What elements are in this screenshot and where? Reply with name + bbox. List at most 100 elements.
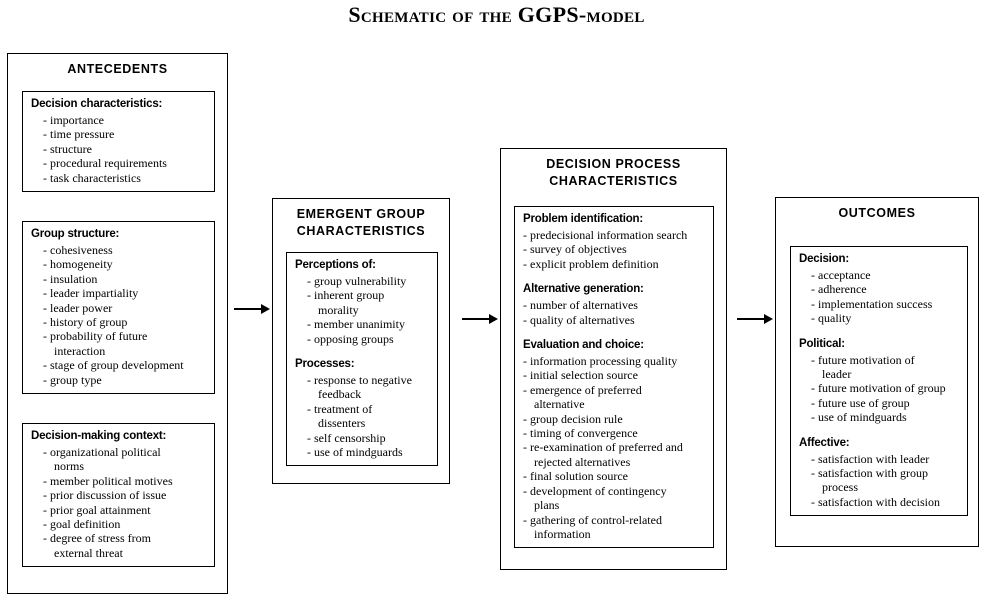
panel-head-decision-making-context: Decision-making context: — [31, 430, 167, 442]
group-box-antecedents: ANTECEDENTS Decision characteristics: - … — [7, 53, 228, 594]
list-item: - use of mindguards — [307, 445, 403, 460]
list-item: - final solution source — [523, 469, 628, 484]
list-item: - leader power — [43, 300, 113, 315]
list-item: - satisfaction with group process — [811, 466, 928, 495]
list-item: - initial selection source — [523, 368, 638, 383]
arrow-head-icon — [764, 313, 773, 324]
panel-head-processes: Processes: — [295, 358, 355, 371]
list-item: - survey of objectives — [523, 242, 627, 257]
list-item: - re-examination of preferred and reject… — [523, 440, 683, 469]
arrow-shaft — [462, 318, 491, 320]
list-item: - quality of alternatives — [523, 312, 635, 327]
list-processes: - response to negative feedback - treatm… — [295, 373, 431, 459]
list-item: - group decision rule — [523, 411, 623, 426]
list-item: - stage of group development — [43, 358, 184, 373]
list-item: - history of group — [43, 315, 128, 330]
group-title-process-line1: DECISION PROCESS — [546, 157, 681, 171]
arrow-head-icon — [261, 303, 270, 314]
list-item: - homogeneity — [43, 257, 113, 272]
list-item: - number of alternatives — [523, 298, 638, 313]
list-item: - self censorship — [307, 430, 386, 445]
list-item: - degree of stress from external threat — [43, 531, 151, 560]
list-item: - satisfaction with decision — [811, 494, 940, 509]
list-item: - use of mindguards — [811, 410, 907, 425]
panel-outcomes-inner: Decision: - acceptance - adherence - imp… — [790, 246, 968, 517]
list-item: - future motivation of group — [811, 381, 946, 396]
arrow-head-icon — [489, 313, 498, 324]
list-item: - development of contingency plans — [523, 483, 667, 513]
list-evaluation-and-choice: - information processing quality - initi… — [523, 354, 707, 541]
group-title-emergent-line2: CHARACTERISTICS — [296, 224, 426, 238]
list-item: - future use of group — [811, 395, 910, 410]
list-decision-characteristics: - importance - time pressure - structure… — [31, 113, 208, 185]
list-item: - information processing quality — [523, 354, 678, 369]
list-affective: - satisfaction with leader - satisfactio… — [799, 452, 961, 510]
list-item: - insulation — [43, 271, 98, 286]
list-item: - organizational political norms — [43, 445, 161, 474]
list-item: - cohesiveness — [43, 243, 113, 257]
panel-head-evaluation-and-choice: Evaluation and choice: — [523, 339, 644, 352]
group-title-process: DECISION PROCESS CHARACTERISTICS — [501, 149, 726, 192]
group-title-emergent: EMERGENT GROUP CHARACTERISTICS — [273, 199, 449, 242]
list-decision-making-context: - organizational political norms - membe… — [31, 445, 208, 560]
list-item: - adherence — [811, 282, 867, 297]
list-item: - satisfaction with leader — [811, 451, 930, 466]
group-title-outcomes: OUTCOMES — [838, 206, 916, 220]
list-item: - probability of future interaction — [43, 329, 148, 358]
arrow-emergent-to-process — [462, 313, 498, 325]
page-title: Schematic of the GGPS-model — [0, 2, 993, 28]
group-box-emergent-group-characteristics: EMERGENT GROUP CHARACTERISTICS Perceptio… — [272, 198, 450, 484]
panel-head-political: Political: — [799, 337, 845, 350]
panel-group-structure: Group structure: - cohesiveness - homoge… — [22, 221, 215, 395]
arrow-process-to-outcomes — [737, 313, 773, 325]
list-item: - response to negative feedback — [307, 373, 412, 402]
list-item: - future motivation of leader — [811, 352, 915, 382]
list-item: - group vulnerability — [307, 274, 407, 288]
arrow-shaft — [737, 318, 766, 320]
list-item: - predecisional information search — [523, 228, 688, 242]
page-title-suffix: -model — [578, 2, 645, 27]
list-decision: - acceptance - adherence - implementatio… — [799, 268, 961, 326]
panel-head-alternative-generation: Alternative generation: — [523, 283, 644, 296]
list-item: - leader impartiality — [43, 286, 139, 301]
panel-emergent-inner: Perceptions of: - group vulnerability - … — [286, 252, 438, 467]
panel-process-inner: Problem identification: - predecisional … — [514, 206, 714, 549]
list-item: - quality — [811, 311, 852, 326]
list-problem-identification: - predecisional information search - sur… — [523, 228, 707, 271]
list-group-structure: - cohesiveness - homogeneity - insulatio… — [31, 243, 208, 387]
group-box-decision-process-characteristics: DECISION PROCESS CHARACTERISTICS Problem… — [500, 148, 727, 570]
arrow-antecedents-to-emergent — [234, 303, 270, 315]
list-item: - treatment of dissenters — [307, 401, 373, 431]
list-item: - goal definition — [43, 517, 121, 532]
list-alternative-generation: - number of alternatives - quality of al… — [523, 298, 707, 327]
list-item: - implementation success — [811, 296, 933, 311]
list-item: - time pressure — [43, 127, 115, 142]
list-item: - prior goal attainment — [43, 502, 151, 517]
list-political: - future motivation of leader - future m… — [799, 353, 961, 425]
panel-head-group-structure: Group structure: — [31, 228, 120, 240]
page-title-acronym: GGPS — [517, 2, 579, 27]
panel-decision-making-context: Decision-making context: - organizationa… — [22, 423, 215, 568]
panel-head-decision: Decision: — [799, 253, 849, 265]
panel-head-problem-identification: Problem identification: — [523, 213, 643, 225]
list-item: - procedural requirements — [43, 156, 167, 171]
list-perceptions-of: - group vulnerability - inherent group m… — [295, 274, 431, 346]
list-item: - importance — [43, 113, 104, 127]
panel-decision-characteristics: Decision characteristics: - importance -… — [22, 91, 215, 193]
list-item: - structure — [43, 141, 92, 156]
panel-head-affective: Affective: — [799, 436, 850, 449]
arrow-shaft — [234, 308, 263, 310]
list-item: - acceptance — [811, 268, 871, 282]
list-item: - emergence of preferred alternative — [523, 382, 642, 412]
list-item: - member unanimity — [307, 317, 405, 332]
list-item: - opposing groups — [307, 331, 394, 346]
group-title-emergent-line1: EMERGENT GROUP — [296, 207, 426, 221]
group-title-antecedents: ANTECEDENTS — [67, 62, 168, 76]
panel-head-perceptions-of: Perceptions of: — [295, 259, 376, 271]
list-item: - prior discussion of issue — [43, 488, 167, 503]
panel-head-decision-characteristics: Decision characteristics: — [31, 98, 163, 110]
list-item: - group type — [43, 372, 102, 387]
list-item: - task characteristics — [43, 170, 141, 185]
list-item: - timing of convergence — [523, 426, 638, 441]
list-item: - member political motives — [43, 473, 173, 488]
